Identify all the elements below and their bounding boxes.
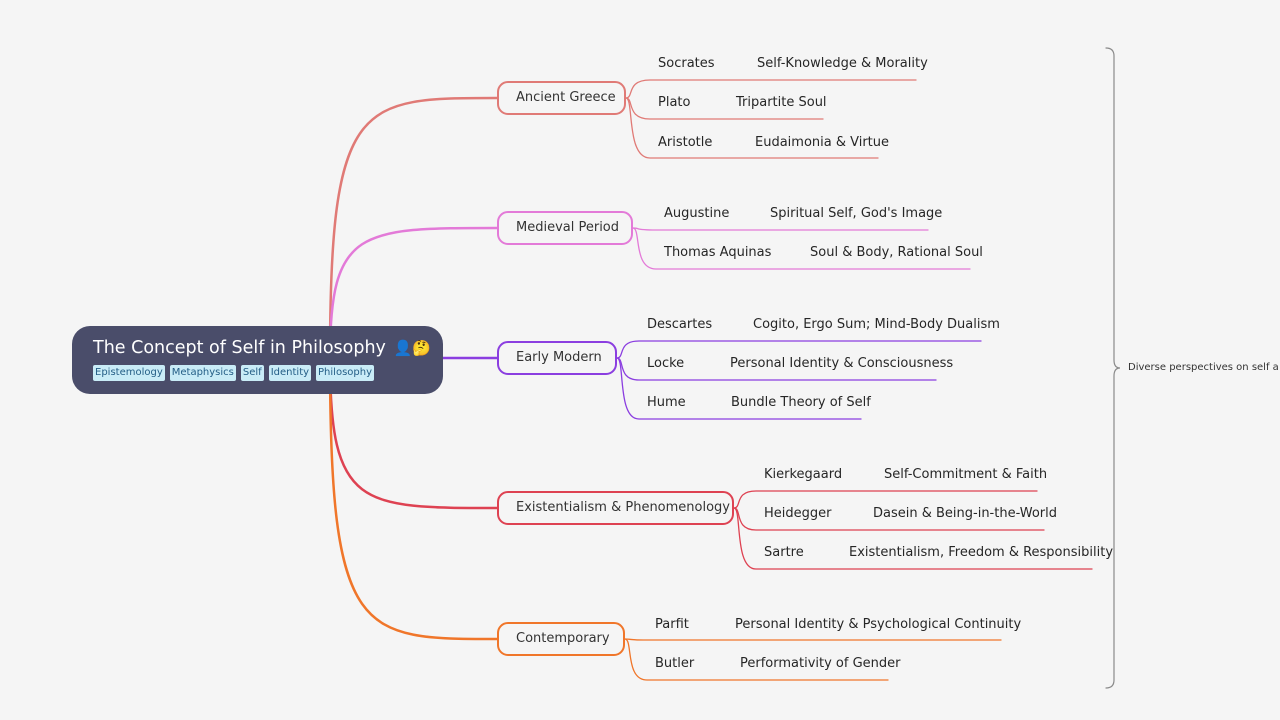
detail-descartes[interactable]: Cogito, Ergo Sum; Mind-Body Dualism [753,317,1000,332]
subtopic-butler[interactable]: Butler [655,656,695,671]
root-title-line: The Concept of Self in Philosophy 👤🤔 [93,336,443,360]
branch-existentialism-phenomenology[interactable]: Existentialism & Phenomenology [497,491,734,525]
subtopic-descartes[interactable]: Descartes [647,317,713,332]
connector-root-4 [328,356,499,641]
connector-child-1-0 [632,227,929,231]
detail-kierkegaard[interactable]: Self-Commitment & Faith [884,467,1048,482]
branch-early-modern[interactable]: Early Modern [497,341,617,375]
connector-child-3-2 [733,507,1093,570]
connector-root-1 [328,226,499,360]
detail-locke[interactable]: Personal Identity & Consciousness [730,356,954,371]
connector-child-0-2 [625,97,879,159]
subtopic-socrates[interactable]: Socrates [658,56,715,71]
connector-child-4-0 [624,638,1002,641]
detail-plato[interactable]: Tripartite Soul [736,95,827,110]
subtopic-augustine[interactable]: Augustine [664,206,730,221]
connector-root-3 [328,356,499,510]
branch-ancient-greece[interactable]: Ancient Greece [497,81,626,115]
connector-root-0 [328,96,499,360]
tag-metaphysics[interactable]: Metaphysics [169,365,236,381]
detail-butler[interactable]: Performativity of Gender [740,656,901,671]
connector-child-0-0 [625,79,917,99]
subtopic-locke[interactable]: Locke [647,356,685,371]
summary-label[interactable]: Diverse perspectives on self a [1128,362,1279,373]
subtopic-plato[interactable]: Plato [658,95,691,110]
branch-medieval-period[interactable]: Medieval Period [497,211,633,245]
connector-child-4-1 [624,638,889,681]
root-tags: Epistemology Metaphysics Self Identity P… [93,365,443,381]
tag-epistemology[interactable]: Epistemology [93,365,165,381]
connector-child-2-2 [616,357,862,420]
subtopic-hume[interactable]: Hume [647,395,686,410]
subtopic-thomas-aquinas[interactable]: Thomas Aquinas [664,245,772,260]
detail-socrates[interactable]: Self-Knowledge & Morality [757,56,928,71]
subtopic-sartre[interactable]: Sartre [764,545,804,560]
summary-bracket [1105,47,1121,689]
detail-thomas-aquinas[interactable]: Soul & Body, Rational Soul [810,245,983,260]
root-title: The Concept of Self in Philosophy [93,338,386,358]
tag-identity[interactable]: Identity [268,365,312,381]
detail-parfit[interactable]: Personal Identity & Psychological Contin… [735,617,1022,632]
detail-heidegger[interactable]: Dasein & Being-in-the-World [873,506,1058,521]
tag-philosophy[interactable]: Philosophy [316,365,375,381]
subtopic-kierkegaard[interactable]: Kierkegaard [764,467,843,482]
connector-child-1-1 [632,227,971,270]
detail-sartre[interactable]: Existentialism, Freedom & Responsibility [849,545,1114,560]
branch-contemporary[interactable]: Contemporary [497,622,625,656]
person-thinking-emoji: 👤🤔 [393,339,431,357]
connector-child-3-0 [733,490,1038,509]
connector-child-2-0 [616,340,982,359]
detail-aristotle[interactable]: Eudaimonia & Virtue [755,135,890,150]
detail-augustine[interactable]: Spiritual Self, God's Image [770,206,943,221]
subtopic-parfit[interactable]: Parfit [655,617,689,632]
subtopic-heidegger[interactable]: Heidegger [764,506,832,521]
tag-self[interactable]: Self [240,365,264,381]
subtopic-aristotle[interactable]: Aristotle [658,135,713,150]
root-topic[interactable]: The Concept of Self in Philosophy 👤🤔 Epi… [72,326,443,394]
detail-hume[interactable]: Bundle Theory of Self [731,395,871,410]
